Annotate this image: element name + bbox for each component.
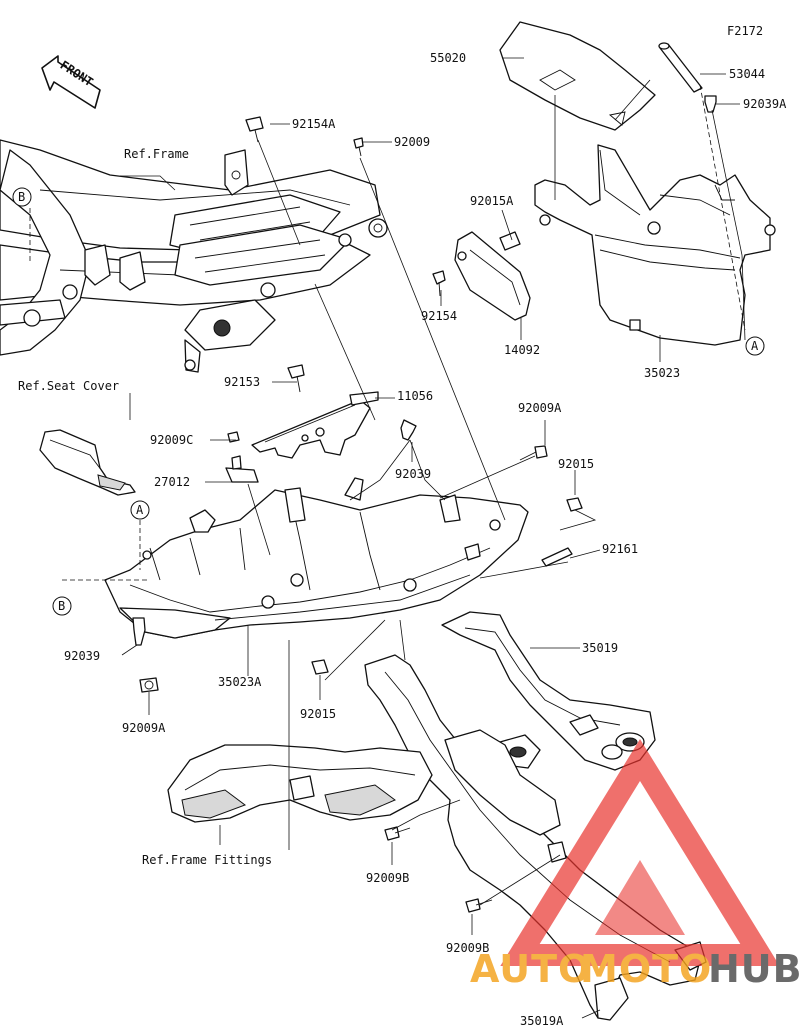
- label-92009c: 92009C: [150, 433, 193, 447]
- cover-55020: [499, 21, 656, 131]
- watermark-triangle-logo: [500, 739, 780, 966]
- label-92039a: 92039A: [743, 97, 787, 111]
- battery-case-35023: [534, 144, 776, 346]
- callout-b-top: B: [12, 187, 32, 207]
- svg-text:A: A: [136, 503, 144, 517]
- bolt-92154a: [245, 116, 264, 143]
- label-92153: 92153: [224, 375, 260, 389]
- label-35023: 35023: [644, 366, 680, 380]
- label-55020: 55020: [430, 51, 466, 65]
- nut-27012: [225, 455, 259, 483]
- figure-code: F2172: [727, 24, 763, 38]
- watermark-moto: MOTO: [580, 947, 712, 991]
- bolt-92154: [432, 270, 446, 297]
- label-92015-right: 92015: [558, 457, 594, 471]
- cover-14092: [454, 231, 531, 321]
- bolt-92009c: [227, 431, 240, 443]
- label-27012: 27012: [154, 475, 190, 489]
- grommet-92015-mid: [311, 659, 329, 675]
- rear-fender-35023a: [104, 477, 529, 639]
- clip-92039-mid: [400, 419, 417, 441]
- frame-assembly: [0, 139, 388, 373]
- clip-92039-left: [132, 617, 146, 646]
- label-92009a-right: 92009A: [518, 401, 562, 415]
- callout-a-top: A: [745, 336, 765, 356]
- label-92009a-left: 92009A: [122, 721, 166, 735]
- label-92039-mid: 92039: [395, 467, 431, 481]
- label-14092: 14092: [504, 343, 540, 357]
- grommet-92015-right: [566, 497, 583, 512]
- clip-92039a: [704, 95, 717, 113]
- automotohub-watermark: AUTO MOTO HUB: [470, 739, 800, 991]
- watermark-hub: HUB: [708, 947, 800, 991]
- label-92009: 92009: [394, 135, 430, 149]
- bracket-11056: [251, 391, 379, 459]
- ref-seat-cover-label: Ref.Seat Cover: [18, 379, 119, 393]
- bolt-92009b-1: [384, 826, 411, 841]
- svg-text:B: B: [18, 190, 25, 204]
- seat-cover-ref: [39, 429, 136, 496]
- svg-text:A: A: [751, 339, 759, 353]
- bolt-92009b-2: [465, 898, 493, 913]
- label-35019a: 35019A: [520, 1014, 564, 1028]
- callout-b-left: B: [52, 596, 72, 616]
- label-92015a: 92015A: [470, 194, 514, 208]
- label-92009b-1: 92009B: [366, 871, 409, 885]
- bolt-92009a-right: [519, 445, 548, 461]
- ref-frame-label: Ref.Frame: [124, 147, 189, 161]
- labels: F2172 Ref.Frame Ref.Seat Cover Ref.Frame…: [18, 24, 787, 1028]
- label-92154: 92154: [421, 309, 457, 323]
- bolt-92009a-left: [139, 677, 159, 693]
- pad-92161: [541, 547, 573, 567]
- bolt-92009: [353, 137, 364, 157]
- callout-a-left: A: [130, 500, 150, 520]
- leader-lines: [29, 57, 746, 1019]
- svg-text:B: B: [58, 599, 65, 613]
- watermark-auto: AUTO: [470, 947, 591, 991]
- ref-frame-fittings-label: Ref.Frame Fittings: [142, 853, 272, 867]
- label-35019: 35019: [582, 641, 618, 655]
- label-53044: 53044: [729, 67, 765, 81]
- label-35023a: 35023A: [218, 675, 262, 689]
- rod-53044: [658, 42, 703, 93]
- label-92154a: 92154A: [292, 117, 336, 131]
- label-92039-left: 92039: [64, 649, 100, 663]
- frame-fittings-ref: [167, 744, 433, 823]
- bolt-92153: [287, 364, 305, 393]
- label-92015-mid: 92015: [300, 707, 336, 721]
- label-92161: 92161: [602, 542, 638, 556]
- label-11056: 11056: [397, 389, 433, 403]
- label-92009b-2: 92009B: [446, 941, 489, 955]
- front-arrow-icon: FRONT: [41, 55, 101, 109]
